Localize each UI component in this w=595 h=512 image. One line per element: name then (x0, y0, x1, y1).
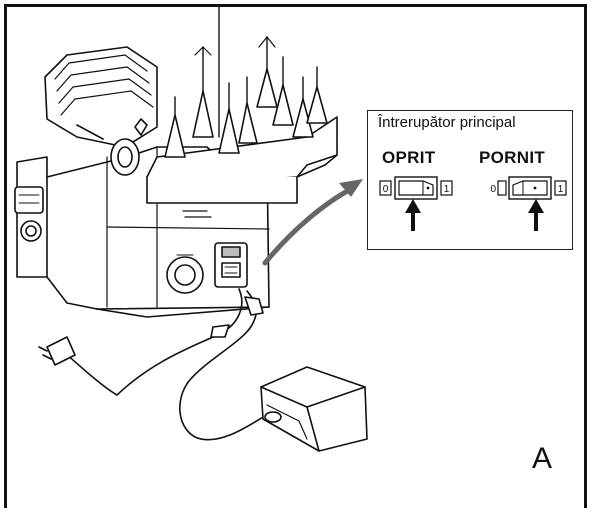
main-switch-inset: Întrerupător principal OPRIT PORNIT 0 1 … (367, 110, 573, 250)
off-zero-symbol: 0 (383, 184, 389, 195)
serger-illustration (14, 7, 368, 452)
inset-title: Întrerupător principal (378, 114, 516, 131)
on-one-symbol: 1 (558, 184, 564, 195)
off-one-symbol: 1 (444, 184, 450, 195)
figure-label: A (532, 442, 553, 475)
switch-on-icon: 0 1 (490, 176, 567, 231)
figure-frame: Întrerupător principal OPRIT PORNIT 0 1 … (4, 4, 587, 508)
on-zero-symbol: 0 (490, 184, 496, 195)
on-label: PORNIT (479, 148, 546, 167)
switch-off-icon: 0 1 (379, 176, 453, 231)
off-label: OPRIT (382, 148, 436, 167)
